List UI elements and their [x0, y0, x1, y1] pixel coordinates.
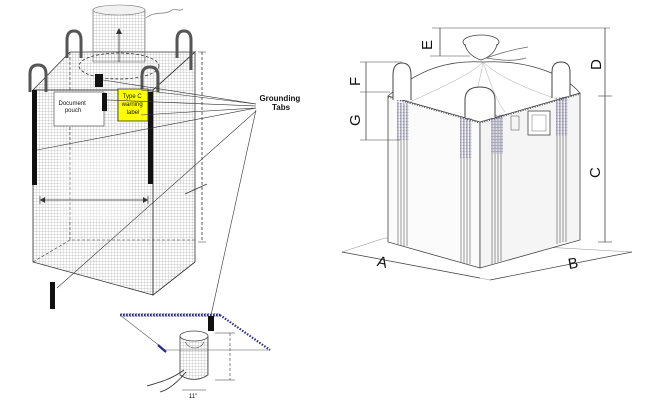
- discharge-spout-detail: 11": [119, 313, 271, 400]
- left-bag-diagram: Document pouch Type C warning label: [28, 4, 302, 400]
- doc-pouch-line-2: pouch: [65, 108, 81, 114]
- dim-label-A: A: [376, 253, 389, 272]
- svg-text:Document pouch: Document pouch: [58, 101, 87, 114]
- fill-spout: [78, 4, 184, 80]
- loop-back-right: [175, 29, 193, 70]
- grounding-tab-bottom: [50, 282, 55, 309]
- warning-label-line-1: Type C: [123, 94, 143, 100]
- document-pocket: [527, 110, 551, 136]
- grounding-tabs-line-2: Tabs: [272, 103, 291, 112]
- loop-back-left: [65, 29, 83, 58]
- dim-label-B: B: [567, 255, 580, 273]
- dim-label-C: C: [587, 167, 604, 178]
- loop-front-right: [140, 65, 160, 92]
- spout-width-label: 11": [189, 394, 197, 400]
- dim-label-D: D: [588, 59, 605, 70]
- doc-pouch-line-1: Document: [58, 101, 86, 107]
- warning-label-line-3: label: [127, 110, 140, 116]
- grounding-tabs-line-1: Grounding: [259, 94, 300, 103]
- dim-label-F: F: [347, 77, 364, 86]
- warning-label-line-2: warning: [121, 102, 143, 108]
- loop-front-left: [28, 63, 48, 92]
- svg-text:Grounding Tabs: Grounding Tabs: [259, 94, 302, 112]
- grounding-tab-front: [102, 93, 107, 111]
- document-pouch: [53, 91, 105, 127]
- warning-label: [117, 88, 149, 122]
- dim-label-G: G: [347, 114, 364, 126]
- grounding-tab-top: [95, 74, 103, 87]
- grounding-leaders: [36, 79, 257, 321]
- svg-text:Type C warning lab: Type C warning label: [121, 94, 145, 116]
- dim-label-E: E: [419, 40, 436, 50]
- right-bag-diagram: E D F G C A B: [341, 27, 633, 281]
